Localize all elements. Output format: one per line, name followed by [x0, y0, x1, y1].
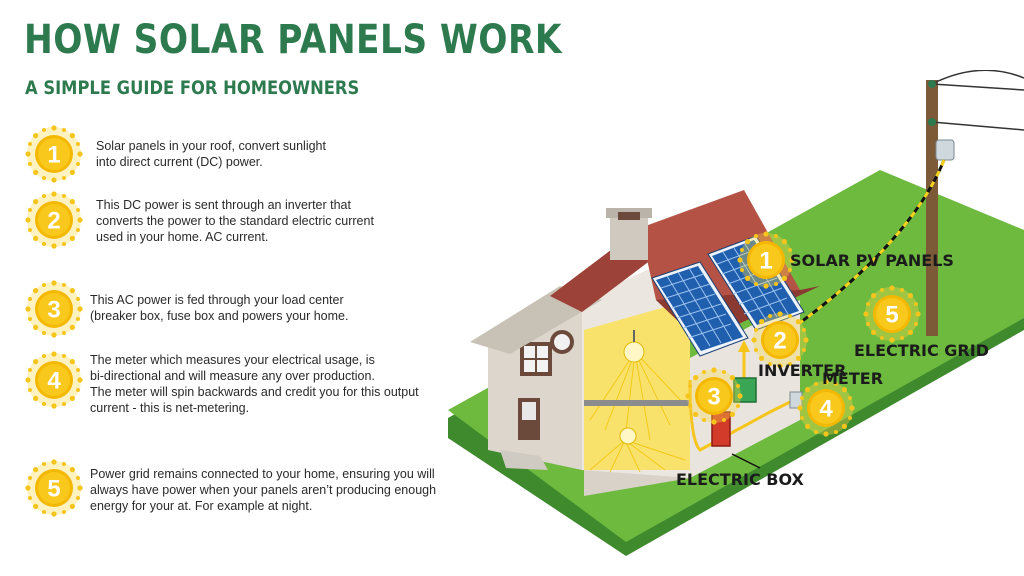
- step-1: 1 Solar panels in your roof, convert sun…: [24, 124, 444, 194]
- step-2: 2 This DC power is sent through an inver…: [24, 190, 444, 260]
- step-number: 5: [47, 476, 60, 503]
- callout-electric-grid: 5 ELECTRIC GRID: [854, 285, 989, 360]
- power-lines: [931, 70, 1024, 131]
- page-subtitle: A SIMPLE GUIDE FOR HOMEOWNERS: [25, 77, 360, 99]
- callout-number: 4: [819, 396, 833, 423]
- light-bulb-icon: [619, 427, 637, 445]
- step-description: This DC power is sent through an inverte…: [96, 198, 374, 244]
- callout-inverter: 2 INVERTER: [751, 311, 846, 380]
- solar-panel-icon: [651, 261, 749, 357]
- callout-label: ELECTRIC GRID: [854, 341, 989, 360]
- insulator-icon: [928, 118, 936, 126]
- sun-badge-icon: 1: [25, 125, 83, 183]
- interior-cutaway: [584, 300, 690, 470]
- callout-solar-pv-panels: 1 SOLAR PV PANELS: [737, 231, 954, 289]
- step-description: Power grid remains connected to your hom…: [90, 467, 437, 513]
- callout-electric-box: 3 ELECTRIC BOX: [676, 367, 805, 489]
- callout-label: SOLAR PV PANELS: [790, 251, 954, 270]
- door-window: [522, 402, 536, 420]
- front-steps: [500, 450, 548, 470]
- sun-badge-icon: 5: [863, 285, 921, 343]
- callout-number: 1: [759, 248, 772, 275]
- callout-number: 2: [773, 328, 786, 355]
- window-frame: [524, 346, 548, 372]
- sun-badge-icon: 1: [737, 231, 795, 289]
- pole-transformer: [935, 139, 955, 161]
- sun-badge-icon: 2: [25, 191, 83, 249]
- utility-pole-icon: [926, 80, 938, 336]
- callout-label: ELECTRIC BOX: [676, 470, 805, 489]
- step-number: 3: [47, 297, 60, 324]
- chimney-opening: [618, 212, 640, 220]
- arrow-icon: [738, 340, 750, 352]
- sun-badge-icon: 3: [25, 280, 83, 338]
- step-number: 1: [47, 142, 60, 169]
- step-number: 2: [47, 208, 60, 235]
- house-illustration: 1 SOLAR PV PANELS 2 INVERTER 3 ELECTRIC …: [448, 70, 1024, 556]
- interior-floor: [584, 400, 690, 406]
- step-3: 3 This AC power is fed through your load…: [24, 279, 444, 349]
- light-bulb-icon: [623, 341, 645, 363]
- step-5: 5 Power grid remains connected to your h…: [24, 458, 444, 528]
- step-description: The meter which measures your electrical…: [90, 353, 419, 415]
- step-4: 4 The meter which measures your electric…: [24, 350, 444, 420]
- callout-label: INVERTER: [758, 361, 846, 380]
- sun-badge-icon: 2: [751, 311, 809, 369]
- callout-number: 3: [707, 384, 720, 411]
- sun-badge-icon: 3: [685, 367, 743, 425]
- grid-wire-dash: [789, 159, 946, 332]
- step-description: This AC power is fed through your load c…: [90, 293, 349, 323]
- light-rays: [589, 351, 686, 473]
- sun-badge-icon: 4: [797, 379, 855, 437]
- callout-label: METER: [822, 369, 883, 388]
- chimney: [610, 214, 648, 260]
- step-number: 4: [47, 368, 61, 395]
- leader-line: [731, 453, 761, 469]
- sun-badge-icon: 5: [25, 459, 83, 517]
- step-description: Solar panels in your roof, convert sunli…: [96, 139, 326, 169]
- page-title: HOW SOLAR PANELS WORK: [24, 17, 562, 63]
- round-window-glass: [554, 334, 570, 350]
- insulator-icon: [928, 80, 936, 88]
- callout-number: 5: [885, 302, 898, 329]
- sun-badge-icon: 4: [25, 351, 83, 409]
- callout-meter: 4 METER: [797, 369, 883, 437]
